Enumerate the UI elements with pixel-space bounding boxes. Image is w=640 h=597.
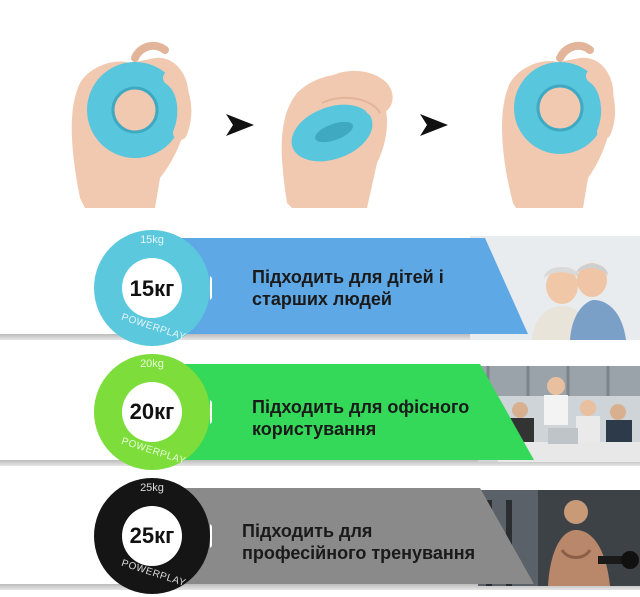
arrow-right-icon bbox=[420, 114, 448, 136]
band-shape bbox=[160, 364, 534, 460]
ring-center-label: 20кг bbox=[129, 399, 175, 424]
hand-holding-ring-photo bbox=[71, 41, 192, 208]
instruction-strip bbox=[0, 0, 640, 210]
hand-squeezing-ring-photo bbox=[281, 70, 393, 208]
band-shape bbox=[160, 488, 534, 584]
row-description-line2: користування bbox=[252, 419, 377, 439]
ring-weight-label: 15kg bbox=[140, 234, 164, 246]
row-baseline bbox=[0, 584, 640, 590]
row-description-line1: Підходить для офісного bbox=[252, 397, 470, 417]
row-description-line2: професійного тренування bbox=[242, 543, 476, 563]
band-shape bbox=[160, 238, 528, 334]
grip-ring-20 bbox=[94, 354, 212, 470]
row-band bbox=[160, 238, 528, 334]
row-description-line2: старших людей bbox=[252, 289, 392, 309]
row-description-line1: Підходить для дітей і bbox=[252, 267, 444, 287]
grip-ring-25 bbox=[94, 478, 212, 594]
row-band bbox=[160, 364, 534, 460]
ring-center-label: 15кг bbox=[129, 276, 175, 301]
weight-row-20: 20kg 20кг POWERPLAY Підходить для офісно… bbox=[0, 352, 640, 474]
ring-weight-label: 25kg bbox=[140, 482, 164, 494]
arrow-right-icon bbox=[226, 114, 254, 136]
hand-holding-ring-photo bbox=[502, 41, 616, 208]
row-band bbox=[160, 488, 534, 584]
weight-row-25: 25kg 25кг POWERPLAY Підходить для профес… bbox=[0, 476, 640, 597]
ring-center-label: 25кг bbox=[129, 523, 175, 548]
row-baseline bbox=[0, 460, 640, 466]
grip-ring-15 bbox=[94, 230, 212, 346]
row-description-line1: Підходить для bbox=[242, 521, 373, 541]
row-baseline bbox=[0, 334, 640, 340]
weight-row-15: 15kg 15кг POWERPLAY Підходить для дітей … bbox=[0, 228, 640, 350]
ring-weight-label: 20kg bbox=[140, 358, 164, 370]
